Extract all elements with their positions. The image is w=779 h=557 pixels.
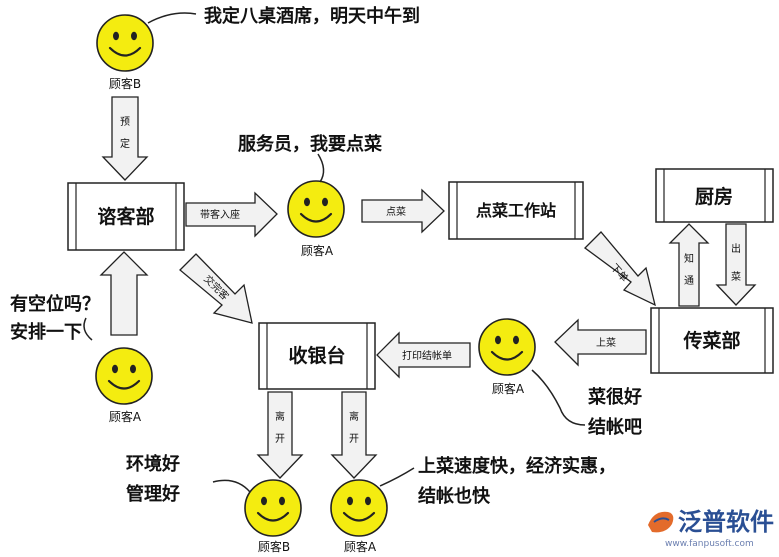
down-order-arrow: 下单 xyxy=(584,231,656,307)
smiley-face-icon xyxy=(243,478,303,538)
serving-label: 传菜部 xyxy=(682,329,740,352)
kitchen-label: 厨房 xyxy=(695,185,733,208)
notify-arrow: 知通 xyxy=(668,223,710,307)
brand-logo: 泛普软件 www.fanpusoft.com xyxy=(648,508,774,549)
speech-bottom-right-line2: 结帐也快 xyxy=(418,485,491,507)
speech-seat-line2: 安排一下 xyxy=(10,321,82,343)
out-dish-arrow: 出菜 xyxy=(715,223,757,306)
customer-a-right: 顾客A xyxy=(477,317,537,396)
smiley-face-icon xyxy=(477,317,537,377)
customer-a-bottom-left: 顾客A xyxy=(94,346,154,424)
leave-left-arrow-label: 离开 xyxy=(275,410,285,445)
brand-mark-icon xyxy=(648,511,674,533)
callout-line xyxy=(147,12,197,24)
serving-box: 传菜部 xyxy=(650,307,774,374)
customer-a-right-label: 顾客A xyxy=(492,381,525,396)
order-station-box: 点菜工作站 xyxy=(448,181,584,240)
serve-up-arrow-label: 上菜 xyxy=(596,337,616,349)
customer-a-middle-label: 顾客A xyxy=(301,243,334,258)
speech-right-line2: 结帐吧 xyxy=(588,416,642,438)
leave-left-arrow: 离开 xyxy=(256,391,304,479)
speech-bottom-left-line2: 管理好 xyxy=(126,483,180,505)
leave-right-arrow: 离开 xyxy=(330,391,378,479)
smiley-face-icon xyxy=(286,179,346,239)
reserve-arrow: 预定 xyxy=(101,96,149,181)
cashier-label: 收银台 xyxy=(288,344,345,367)
notify-arrow-label: 知通 xyxy=(684,252,694,287)
print-bill-arrow-label: 打印结帐单 xyxy=(402,349,452,362)
smiley-face-icon xyxy=(95,13,155,73)
brand-name: 泛普软件 xyxy=(678,508,774,536)
callout-line xyxy=(317,153,325,183)
customer-b-top: 顾客B xyxy=(95,13,155,91)
customer-a-bottom-label: 顾客A xyxy=(344,539,377,554)
seat-request-arrow xyxy=(99,251,149,336)
customer-b-top-label: 顾客B xyxy=(109,76,141,91)
speech-seat-line1: 有空位吗？ xyxy=(10,293,100,315)
callout-line xyxy=(531,369,586,426)
speech-waiter: 服务员，我要点菜 xyxy=(238,133,382,155)
customer-b-bottom: 顾客B xyxy=(243,478,303,554)
reception-box: 谘客部 xyxy=(67,182,185,251)
lead-seat-arrow: 带客入座 xyxy=(185,191,278,238)
callout-line xyxy=(83,317,93,341)
out-dish-arrow-label: 出菜 xyxy=(731,242,741,283)
customer-a-bottom-left-label: 顾客A xyxy=(109,409,142,424)
order-arrow-label: 点菜 xyxy=(386,206,406,218)
cashier-box: 收银台 xyxy=(258,322,376,390)
callout-line xyxy=(379,467,415,487)
order-arrow: 点菜 xyxy=(361,188,445,234)
speech-bottom-left-line1: 环境好 xyxy=(126,453,180,475)
smiley-face-icon xyxy=(329,478,389,538)
serve-up-arrow: 上菜 xyxy=(554,318,647,367)
lead-seat-arrow-label: 带客入座 xyxy=(200,208,240,221)
customer-a-middle: 顾客A xyxy=(286,179,346,258)
speech-bottom-right-line1: 上菜速度快，经济实惠， xyxy=(418,455,616,477)
order-station-label: 点菜工作站 xyxy=(476,201,556,220)
reception-label: 谘客部 xyxy=(97,205,154,228)
customer-b-bottom-label: 顾客B xyxy=(258,539,290,554)
reserve-arrow-label: 预定 xyxy=(120,116,130,150)
brand-url: www.fanpusoft.com xyxy=(665,539,754,549)
smiley-face-icon xyxy=(94,346,154,406)
print-bill-arrow: 打印结帐单 xyxy=(376,331,471,379)
speech-top: 我定八桌酒席，明天中午到 xyxy=(204,5,420,27)
customer-a-bottom: 顾客A xyxy=(329,478,389,554)
leave-right-arrow-label: 离开 xyxy=(349,410,359,445)
callout-line xyxy=(212,479,251,493)
handover-arrow: 交完客 xyxy=(179,253,253,324)
kitchen-box: 厨房 xyxy=(655,168,774,223)
speech-right-line1: 菜很好 xyxy=(587,386,642,408)
